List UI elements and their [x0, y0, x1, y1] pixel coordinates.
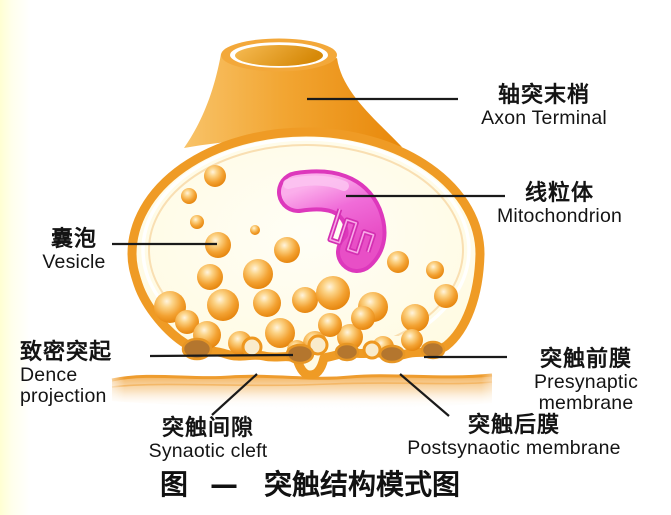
vesicle-circle	[318, 313, 342, 337]
figure-caption: 图 — 突触结构模式图	[90, 463, 530, 503]
label-presynaptic-membrane-zh: 突触前膜	[539, 347, 632, 372]
figure-caption-dash: —	[210, 468, 238, 501]
vesicle-circle	[204, 165, 226, 187]
vesicle-circle	[401, 329, 423, 351]
label-vesicle: 囊泡 Vesicle	[14, 228, 134, 273]
label-postsynaptic-membrane-zh: 突触后膜	[467, 413, 560, 438]
vesicle-circle	[253, 289, 281, 317]
label-synaptic-cleft-en: Synaotic cleft	[148, 439, 268, 462]
leader-postsynaptic	[399, 373, 450, 417]
label-vesicle-en: Vesicle	[42, 250, 106, 273]
vesicle-circle	[250, 225, 260, 235]
vesicle-circle	[197, 264, 223, 290]
vesicle-circle	[175, 310, 199, 334]
vesicle-circle	[387, 251, 409, 273]
vesicle-circle	[207, 289, 239, 321]
vesicle-circle	[274, 237, 300, 263]
label-vesicle-zh: 囊泡	[50, 227, 97, 252]
figure-caption-prefix: 图	[159, 468, 188, 501]
open-vesicles-group	[241, 334, 382, 360]
label-presynaptic-membrane: 突触前膜 Presynaptic membrane	[506, 348, 666, 414]
mitochondrion-shape	[277, 169, 387, 273]
mitochondrion-cristae	[327, 208, 377, 256]
label-mitochondrion: 线粒体 Mitochondrion	[452, 182, 667, 227]
leader-dense-projection	[149, 353, 294, 358]
vesicle-circle	[292, 287, 318, 313]
postsynaptic-membrane-band	[111, 373, 493, 409]
vesicle-circle	[205, 232, 231, 258]
label-presynaptic-membrane-en: Presynaptic membrane	[533, 370, 639, 414]
vesicle-circle	[316, 276, 350, 310]
figure-caption-title: 突触结构模式图	[264, 468, 461, 501]
label-postsynaptic-membrane-en: Postsynaotic membrane	[407, 436, 621, 459]
vesicle-circle	[265, 318, 295, 348]
axon-opening-hole	[235, 45, 323, 66]
vesicle-circle	[351, 306, 375, 330]
label-axon-terminal-zh: 轴突末梢	[497, 83, 590, 108]
label-axon-terminal-en: Axon Terminal	[481, 106, 607, 129]
bulb-inner-membrane-rings	[141, 137, 471, 336]
label-dense-projection-en: Dence projection	[20, 363, 107, 407]
label-synaptic-cleft: 突触间隙 Synaotic cleft	[118, 417, 298, 462]
label-postsynaptic-membrane: 突触后膜 Postsynaotic membrane	[388, 414, 640, 459]
leader-synaptic-cleft	[211, 373, 258, 416]
leader-lines-group	[112, 97, 507, 417]
vesicle-circle	[181, 188, 197, 204]
vesicle-circle	[426, 261, 444, 279]
label-synaptic-cleft-zh: 突触间隙	[161, 416, 254, 441]
label-mitochondrion-zh: 线粒体	[524, 181, 594, 206]
vesicle-circle	[190, 215, 204, 229]
vesicles-group	[154, 165, 458, 360]
label-mitochondrion-en: Mitochondrion	[496, 204, 623, 227]
vesicle-circle	[243, 259, 273, 289]
dense-projections-group	[181, 337, 446, 365]
label-dense-projection-zh: 致密突起	[20, 340, 113, 365]
vesicle-circle	[401, 304, 429, 332]
label-axon-terminal: 轴突末梢 Axon Terminal	[438, 84, 650, 129]
vesicle-circle	[434, 284, 458, 308]
label-dense-projection: 致密突起 Dence projection	[20, 341, 146, 407]
axon-stalk-shape	[184, 38, 402, 148]
